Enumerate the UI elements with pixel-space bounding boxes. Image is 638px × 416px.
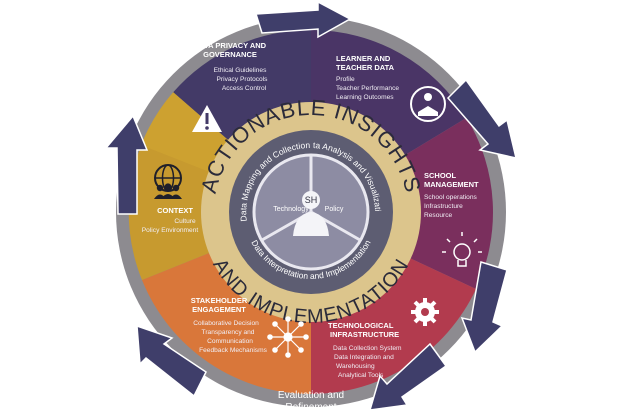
cycle-arrows bbox=[104, 0, 518, 411]
school-title-1: SCHOOL bbox=[424, 171, 457, 180]
privacy-item-3: Access Control bbox=[222, 85, 267, 92]
arrow-left bbox=[104, 114, 149, 215]
context-item-1: Culture bbox=[174, 218, 196, 225]
hub-label-policy: Policy bbox=[325, 206, 344, 213]
tech-item-3: Warehousing bbox=[336, 363, 375, 370]
school-item-2: Infrastructure bbox=[424, 203, 463, 210]
learner-item-3: Learning Outcomes bbox=[336, 94, 394, 101]
context-title: CONTEXT bbox=[157, 206, 193, 215]
stakeholder-item-3: Communication bbox=[207, 338, 253, 345]
svg-text:DATA PRIVACY AND: DATA PRIVACY AND bbox=[194, 41, 267, 50]
globe-people-icon bbox=[154, 164, 182, 199]
privacy-item-2: Privacy Protocols bbox=[217, 76, 269, 83]
stakeholder-title-1: STAKEHOLDER bbox=[191, 296, 248, 305]
stakeholder-text: STAKEHOLDER ENGAGEMENT Collaborative Dec… bbox=[191, 296, 268, 354]
learner-item-2: Teacher Performance bbox=[336, 85, 399, 92]
privacy-title-1: DATA PRIVACY AND bbox=[194, 41, 267, 50]
evaluation-line-2: Refinement bbox=[285, 402, 336, 413]
warning-icon bbox=[192, 105, 222, 132]
evaluation-line-1: Evaluation and bbox=[278, 390, 344, 401]
learner-item-1: Profile bbox=[336, 76, 355, 83]
context-text: CONTEXT Culture Policy Environment bbox=[142, 206, 199, 234]
stakeholder-item-2: Transparency and bbox=[202, 329, 255, 336]
school-item-1: School operations bbox=[424, 194, 477, 201]
arrow-left-bottom bbox=[136, 324, 207, 398]
arrow-right-bottom bbox=[460, 261, 508, 354]
tech-item-2: Data Integration and bbox=[334, 354, 394, 361]
evaluation-label: Evaluation and Refinement bbox=[278, 390, 344, 413]
tech-item-1: Data Collection System bbox=[333, 345, 402, 352]
stakeholder-item-4: Feedback Mechanisms bbox=[199, 347, 268, 354]
arrow-top bbox=[254, 0, 352, 39]
stakeholder-title-2: ENGAGEMENT bbox=[192, 305, 246, 314]
person-icon bbox=[293, 191, 329, 236]
school-item-3: Resource bbox=[424, 212, 453, 219]
tech-title-1: TECHNOLOGICAL bbox=[328, 321, 394, 330]
tech-title-2: INFRASTRUCTURE bbox=[330, 330, 399, 339]
gear-icon bbox=[411, 298, 439, 326]
lightbulb-icon bbox=[442, 232, 482, 267]
arrow-right-top bbox=[446, 78, 518, 159]
learner-text: LEARNER AND TEACHER DATA Profile Teacher… bbox=[336, 54, 399, 101]
network-icon bbox=[267, 316, 309, 358]
stakeholder-item-1: Collaborative Decision bbox=[193, 320, 259, 327]
svg-text:GOVERNANCE: GOVERNANCE bbox=[203, 50, 257, 59]
hub-badge: SH bbox=[305, 195, 318, 205]
tech-text: TECHNOLOGICAL INFRASTRUCTURE Data Collec… bbox=[328, 321, 402, 379]
tech-item-4: Analytical Tools bbox=[338, 372, 384, 379]
privacy-title-2: GOVERNANCE bbox=[203, 50, 257, 59]
context-item-2: Policy Environment bbox=[142, 227, 199, 234]
learner-title-2: TEACHER DATA bbox=[336, 63, 395, 72]
privacy-item-1: Ethical Guidelines bbox=[214, 67, 267, 74]
arrow-bottom bbox=[368, 342, 448, 411]
privacy-text: DATA PRIVACY AND GOVERNANCE Ethical Guid… bbox=[194, 41, 268, 92]
learner-title-1: LEARNER AND bbox=[336, 54, 391, 63]
school-title-2: MANAGEMENT bbox=[424, 180, 479, 189]
hub-label-technology: Technology bbox=[273, 206, 309, 213]
reader-icon bbox=[410, 86, 446, 122]
school-text: SCHOOL MANAGEMENT School operations Infr… bbox=[424, 171, 479, 219]
